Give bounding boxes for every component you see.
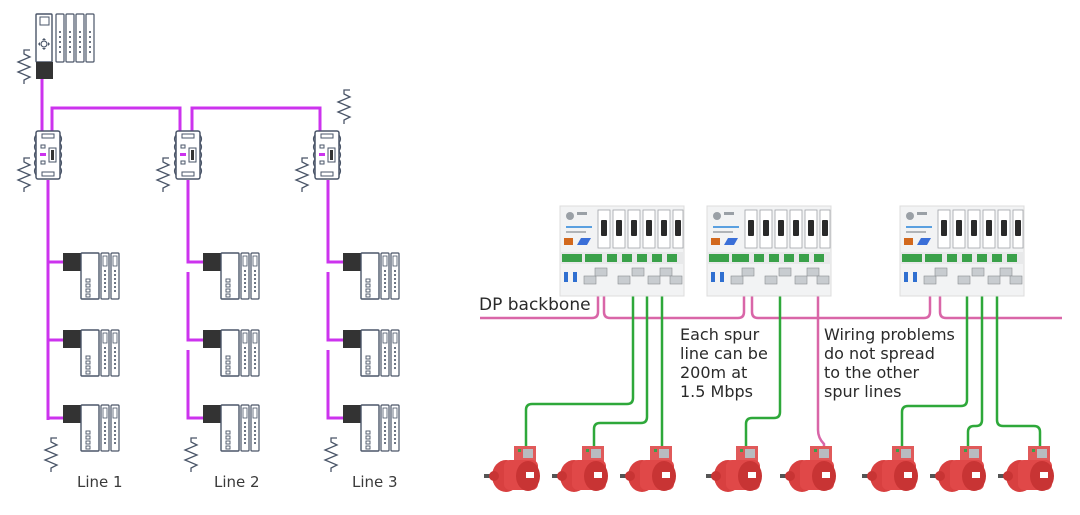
repeater-1 <box>33 130 63 180</box>
repeater-hub-1 <box>559 205 685 297</box>
terminator-resistor-icon <box>17 49 31 85</box>
motor-2 <box>552 446 608 492</box>
terminator-resistor-icon <box>44 437 58 473</box>
motor-7 <box>930 446 986 492</box>
terminator-resistor-icon <box>324 437 338 473</box>
terminator-resistor-icon <box>337 89 351 125</box>
repeater-3 <box>312 130 342 180</box>
plc-master <box>35 13 95 79</box>
dp-backbone-cable <box>480 287 1062 455</box>
slave-station <box>342 252 400 300</box>
slave-station <box>202 329 260 377</box>
motor-5 <box>780 446 836 492</box>
repeater-2 <box>173 130 203 180</box>
motor-1 <box>484 446 540 492</box>
motor-3 <box>620 446 676 492</box>
slave-station <box>202 252 260 300</box>
terminator-resistor-icon <box>17 157 31 193</box>
bus-cable <box>40 79 345 420</box>
spur-cables <box>524 287 1042 458</box>
slave-station <box>342 404 400 452</box>
slave-station <box>342 329 400 377</box>
repeater-hub-3 <box>899 205 1025 297</box>
right-topology: DP backbone Each spur line can be 200m <box>479 205 1062 492</box>
slave-station <box>202 404 260 452</box>
slave-station <box>62 404 120 452</box>
slave-station <box>62 329 120 377</box>
slave-station <box>62 252 120 300</box>
motor-4 <box>706 446 762 492</box>
callout-fault-isolation: Wiring problems do not spread to the oth… <box>824 325 960 401</box>
direction-pad-icon <box>38 38 50 50</box>
terminator-resistor-icon <box>156 157 170 193</box>
left-topology: Line 1 Line 2 Line 3 <box>17 13 400 491</box>
motor-6 <box>862 446 918 492</box>
line-label-3: Line 3 <box>352 473 398 491</box>
callout-spur-length: Each spur line can be 200m at 1.5 Mbps <box>680 325 773 401</box>
line-label-2: Line 2 <box>214 473 260 491</box>
terminator-resistor-icon <box>184 437 198 473</box>
line-label-1: Line 1 <box>77 473 123 491</box>
backbone-label: DP backbone <box>479 295 591 315</box>
motor-8 <box>998 446 1054 492</box>
repeater-hub-2 <box>706 205 832 297</box>
terminator-resistor-icon <box>295 157 309 193</box>
